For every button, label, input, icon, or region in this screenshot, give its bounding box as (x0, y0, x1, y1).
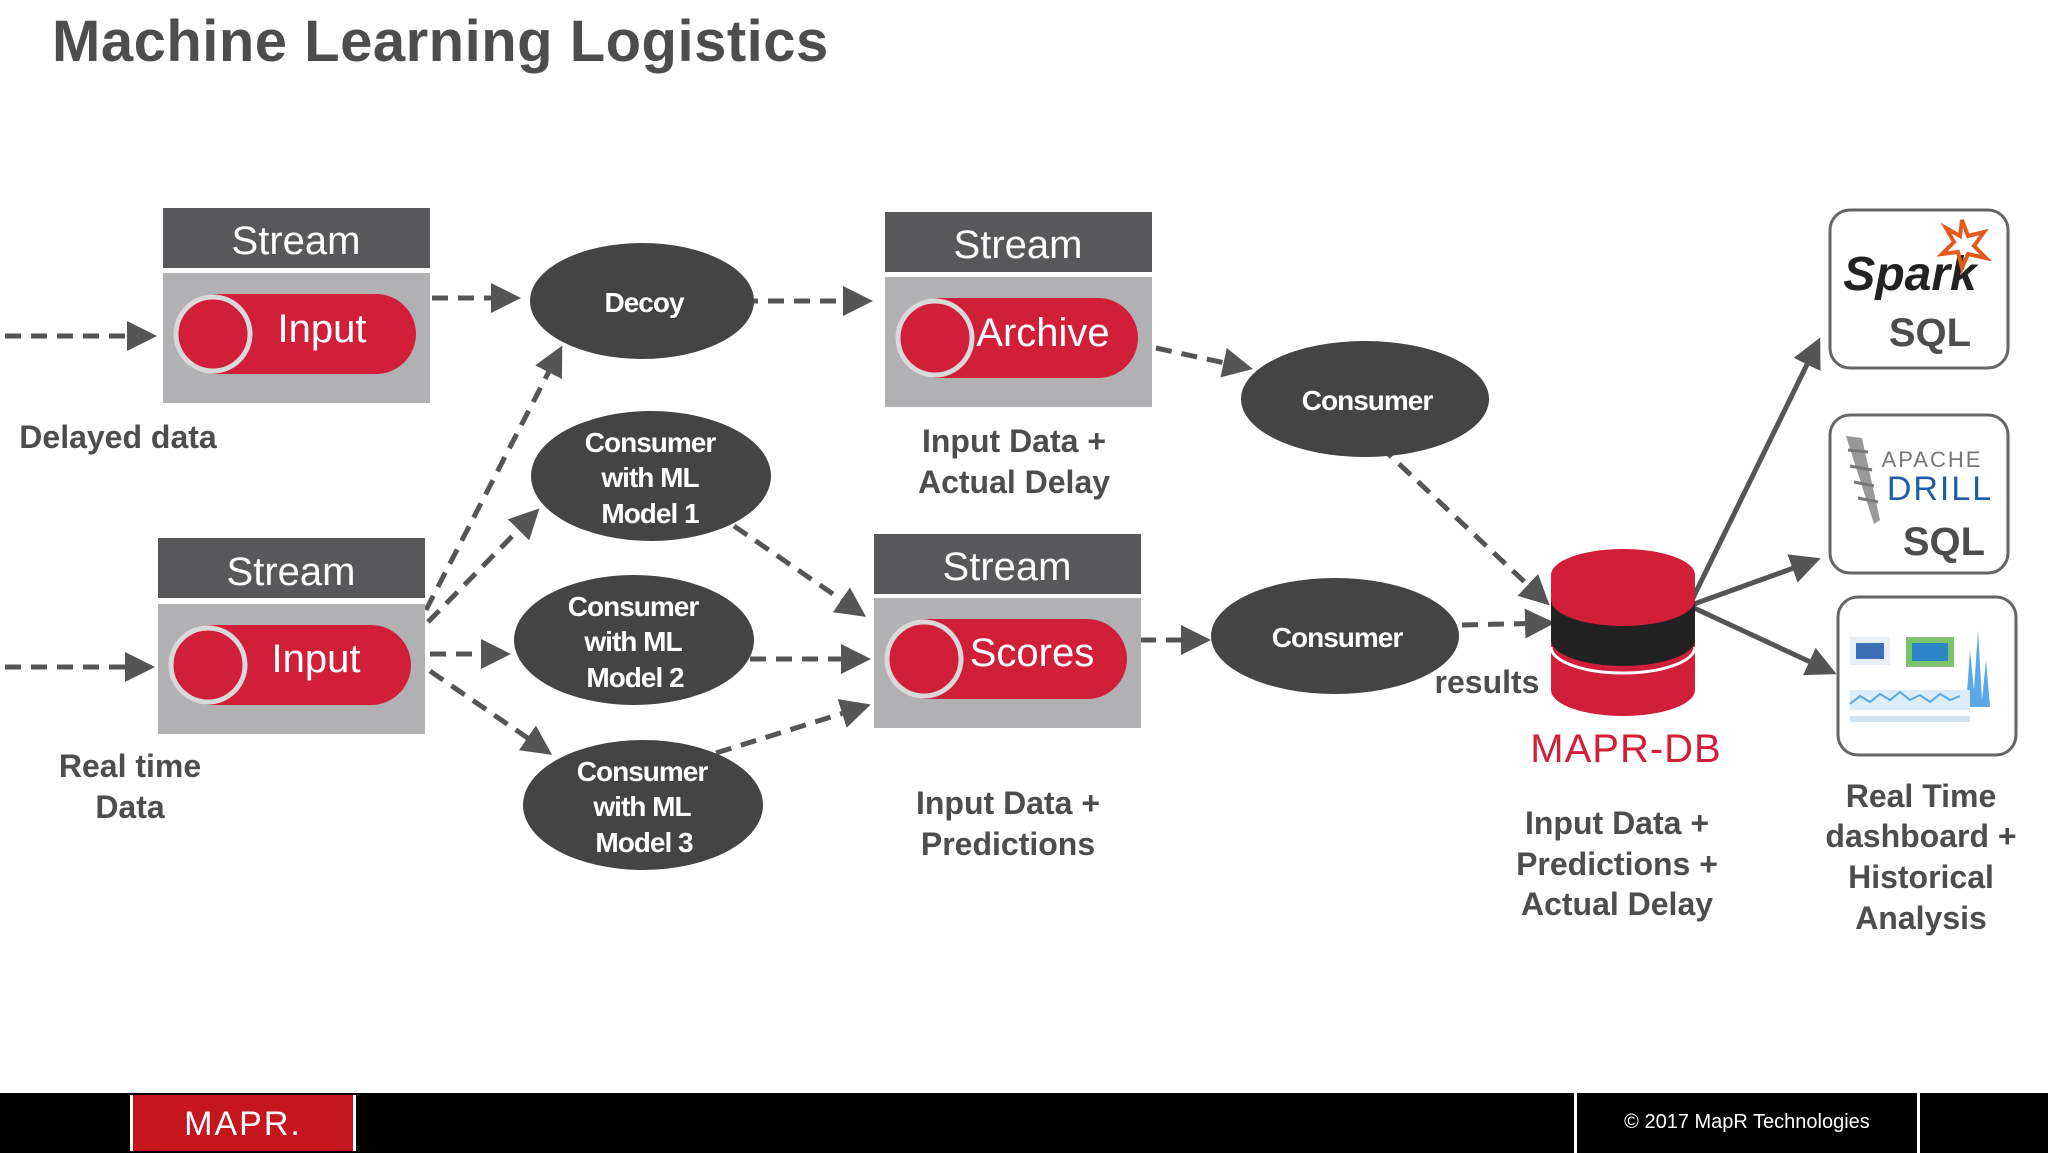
edge-realtime-model1 (426, 508, 540, 624)
caption-db-line1: Input Data + (1525, 805, 1709, 841)
solid-edges (1689, 337, 1837, 676)
spark-sql-label: SQL (1889, 311, 1971, 355)
edge-consumer-db-top (1378, 444, 1550, 606)
caption-db-line2: Predictions + (1516, 846, 1718, 882)
mapr-db-cylinder-icon (1549, 549, 1697, 716)
consumer-label-line2: with ML (592, 791, 691, 822)
consumer-label: Consumer (1302, 385, 1434, 416)
caption-archive-line2: Actual Delay (918, 464, 1110, 500)
stream-header-label: Stream (943, 545, 1072, 589)
footer-bar: MAPR. © 2017 MapR Technologies (0, 1093, 2048, 1153)
consumer-label: Decoy (604, 287, 684, 318)
caption-realtime-line1: Real time (59, 748, 201, 784)
consumer-label: Consumer (1272, 622, 1404, 653)
consumer-label-line2: with ML (583, 626, 682, 657)
spark-logo: Spark (1843, 248, 1979, 301)
stream-topic-label: Input (278, 307, 367, 351)
edge-model3-scores (715, 699, 871, 756)
stream-topic-label: Scores (970, 631, 1095, 675)
mapr-db-logo: MAPR-DB (1530, 727, 1721, 771)
drill-logo-apache: APACHE (1882, 447, 1983, 472)
caption-scores-line1: Input Data + (916, 785, 1100, 821)
caption-dashboard-line3: Historical (1848, 859, 1994, 895)
results-label: results (1435, 664, 1540, 700)
consumer-label-line1: Consumer (577, 756, 709, 787)
edge-consumer-db-results (1461, 608, 1555, 639)
caption-db-line3: Actual Delay (1521, 886, 1713, 922)
caption-dashboard-line2: dashboard + (1825, 818, 2016, 854)
stream-archive: Stream Archive (885, 212, 1152, 407)
stream-header-label: Stream (227, 550, 356, 594)
edge-db-drill (1693, 554, 1821, 607)
stream-topic-label: Archive (976, 311, 1109, 355)
consumer-archive: Consumer (1241, 341, 1489, 457)
consumer-decoy: Decoy (530, 243, 754, 359)
ml-logistics-diagram: Stream Input Stream Input Stream Archive (5, 208, 2018, 936)
consumer-label-line1: Consumer (568, 591, 700, 622)
drill-sql-label: SQL (1903, 520, 1985, 564)
consumer-label-line3: Model 1 (601, 498, 699, 529)
consumer-label-line3: Model 2 (586, 662, 684, 693)
drill-sql-card: APACHE DRILL SQL (1828, 413, 2010, 575)
edge-archive-consumer (1155, 345, 1253, 378)
mapr-logo: MAPR. (184, 1105, 302, 1143)
edge-db-spark (1689, 337, 1821, 602)
consumer-model-2: Consumer with ML Model 2 (514, 575, 754, 705)
consumer-model-3: Consumer with ML Model 3 (523, 740, 763, 870)
edge-realtime-decoy (423, 345, 563, 612)
caption-scores-line2: Predictions (921, 826, 1095, 862)
consumer-label-line2: with ML (600, 462, 699, 493)
slide-title: Machine Learning Logistics (52, 9, 829, 74)
caption-dashboard-line1: Real Time (1846, 778, 1997, 814)
dashboard-card (1836, 595, 2018, 757)
consumer-label-line1: Consumer (585, 427, 717, 458)
dashboard-thumbnail-icon (1849, 630, 1990, 722)
stream-header-label: Stream (232, 219, 361, 263)
edge-model1-scores (732, 523, 867, 617)
footer-logo-box: MAPR. (130, 1095, 356, 1151)
caption-delayed-data: Delayed data (19, 419, 217, 455)
spark-star-icon (1936, 219, 1993, 275)
edge-realtime-model3 (428, 668, 553, 755)
caption-dashboard-line4: Analysis (1855, 900, 1987, 936)
edge-db-dashboard (1692, 605, 1837, 676)
copyright-text: © 2017 MapR Technologies (1624, 1111, 1870, 1133)
consumer-label-line3: Model 3 (595, 827, 693, 858)
spark-sql-card: Spark SQL (1828, 208, 2010, 370)
consumer-model-1: Consumer with ML Model 1 (531, 411, 771, 541)
footer-copyright-box: © 2017 MapR Technologies (1574, 1093, 1920, 1153)
caption-archive-line1: Input Data + (922, 423, 1106, 459)
drill-logo-main: DRILL (1887, 470, 1993, 508)
stream-input-realtime: Stream Input (158, 538, 425, 734)
caption-realtime-line2: Data (95, 789, 165, 825)
stream-input-delayed: Stream Input (163, 208, 430, 403)
dashed-edges (5, 283, 1555, 756)
stream-header-label: Stream (954, 223, 1083, 267)
consumer-scores: Consumer (1211, 578, 1459, 694)
stream-scores: Stream Scores (874, 534, 1141, 728)
stream-topic-label: Input (272, 637, 361, 681)
